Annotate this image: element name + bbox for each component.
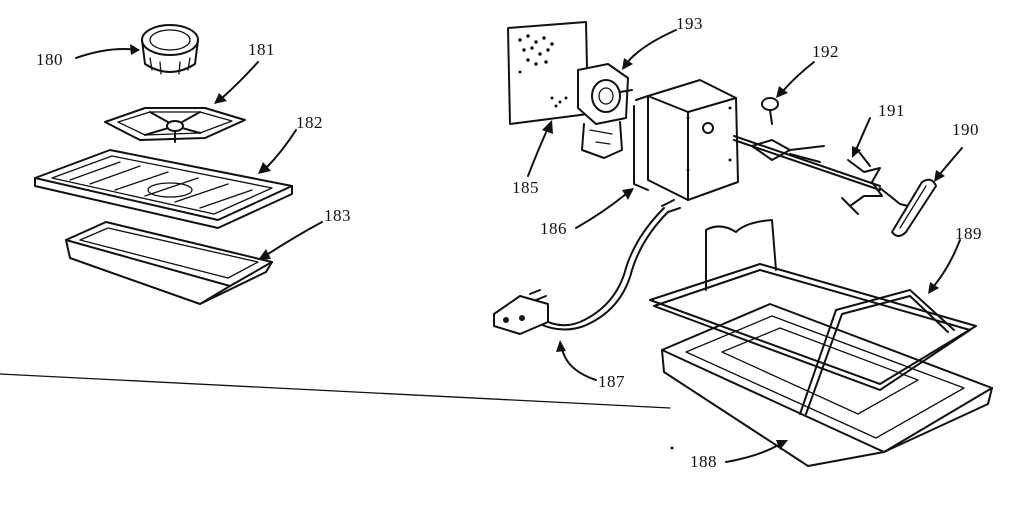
label-180: 180 — [36, 50, 63, 69]
arrow-192 — [776, 86, 788, 98]
label-183: 183 — [324, 206, 351, 225]
leader-185 — [527, 127, 549, 177]
label-182: 182 — [296, 113, 323, 132]
spit-handle-drawing — [879, 178, 937, 237]
motor-cover-plate-drawing — [507, 21, 589, 125]
rotisserie-motor-drawing — [577, 63, 633, 159]
leader-192 — [781, 61, 815, 93]
arrow-187 — [556, 340, 566, 352]
leader-190 — [939, 147, 963, 175]
arrow-188 — [776, 440, 788, 450]
motor-bracket-drawing — [633, 79, 739, 201]
label-193: 193 — [676, 14, 703, 33]
leader-181 — [221, 61, 259, 99]
arrow-183 — [258, 249, 271, 260]
label-186: 186 — [540, 219, 567, 238]
wire-rack-drawing — [649, 219, 977, 415]
label-185: 185 — [512, 178, 539, 197]
leader-189 — [933, 239, 961, 287]
arrow-190 — [934, 170, 945, 182]
roasting-pan-drawing — [661, 303, 993, 467]
arrow-186 — [622, 188, 634, 200]
grate-drawing — [104, 107, 246, 143]
leader-182 — [265, 129, 297, 169]
leader-183 — [267, 221, 323, 255]
label-188: 188 — [690, 452, 717, 471]
leader-187 — [561, 347, 597, 381]
thumb-screw-drawing — [761, 97, 779, 125]
leader-191 — [855, 117, 871, 151]
label-191: 191 — [878, 101, 905, 120]
power-cord-drawing — [493, 199, 681, 335]
broiler-grid-drawing — [34, 149, 293, 229]
label-190: 190 — [952, 120, 979, 139]
leader-188 — [725, 443, 781, 463]
arrow-181 — [214, 93, 227, 104]
arrow-180 — [130, 44, 140, 55]
drip-pan-drawing — [65, 221, 273, 305]
label-187: 187 — [598, 372, 625, 391]
label-189: 189 — [955, 224, 982, 243]
divider-line — [0, 373, 671, 409]
spit-drawing — [733, 135, 883, 215]
leader-180 — [75, 48, 139, 59]
arrow-193 — [622, 58, 633, 70]
label-192: 192 — [812, 42, 839, 61]
arrow-189 — [928, 282, 939, 294]
knob-drawing — [141, 24, 199, 75]
leader-186 — [575, 193, 627, 229]
arrow-182 — [258, 162, 271, 174]
label-181: 181 — [248, 40, 275, 59]
arrow-185 — [542, 120, 553, 134]
leader-193 — [625, 29, 677, 65]
stray-dot — [670, 446, 674, 450]
arrow-191 — [852, 146, 861, 158]
